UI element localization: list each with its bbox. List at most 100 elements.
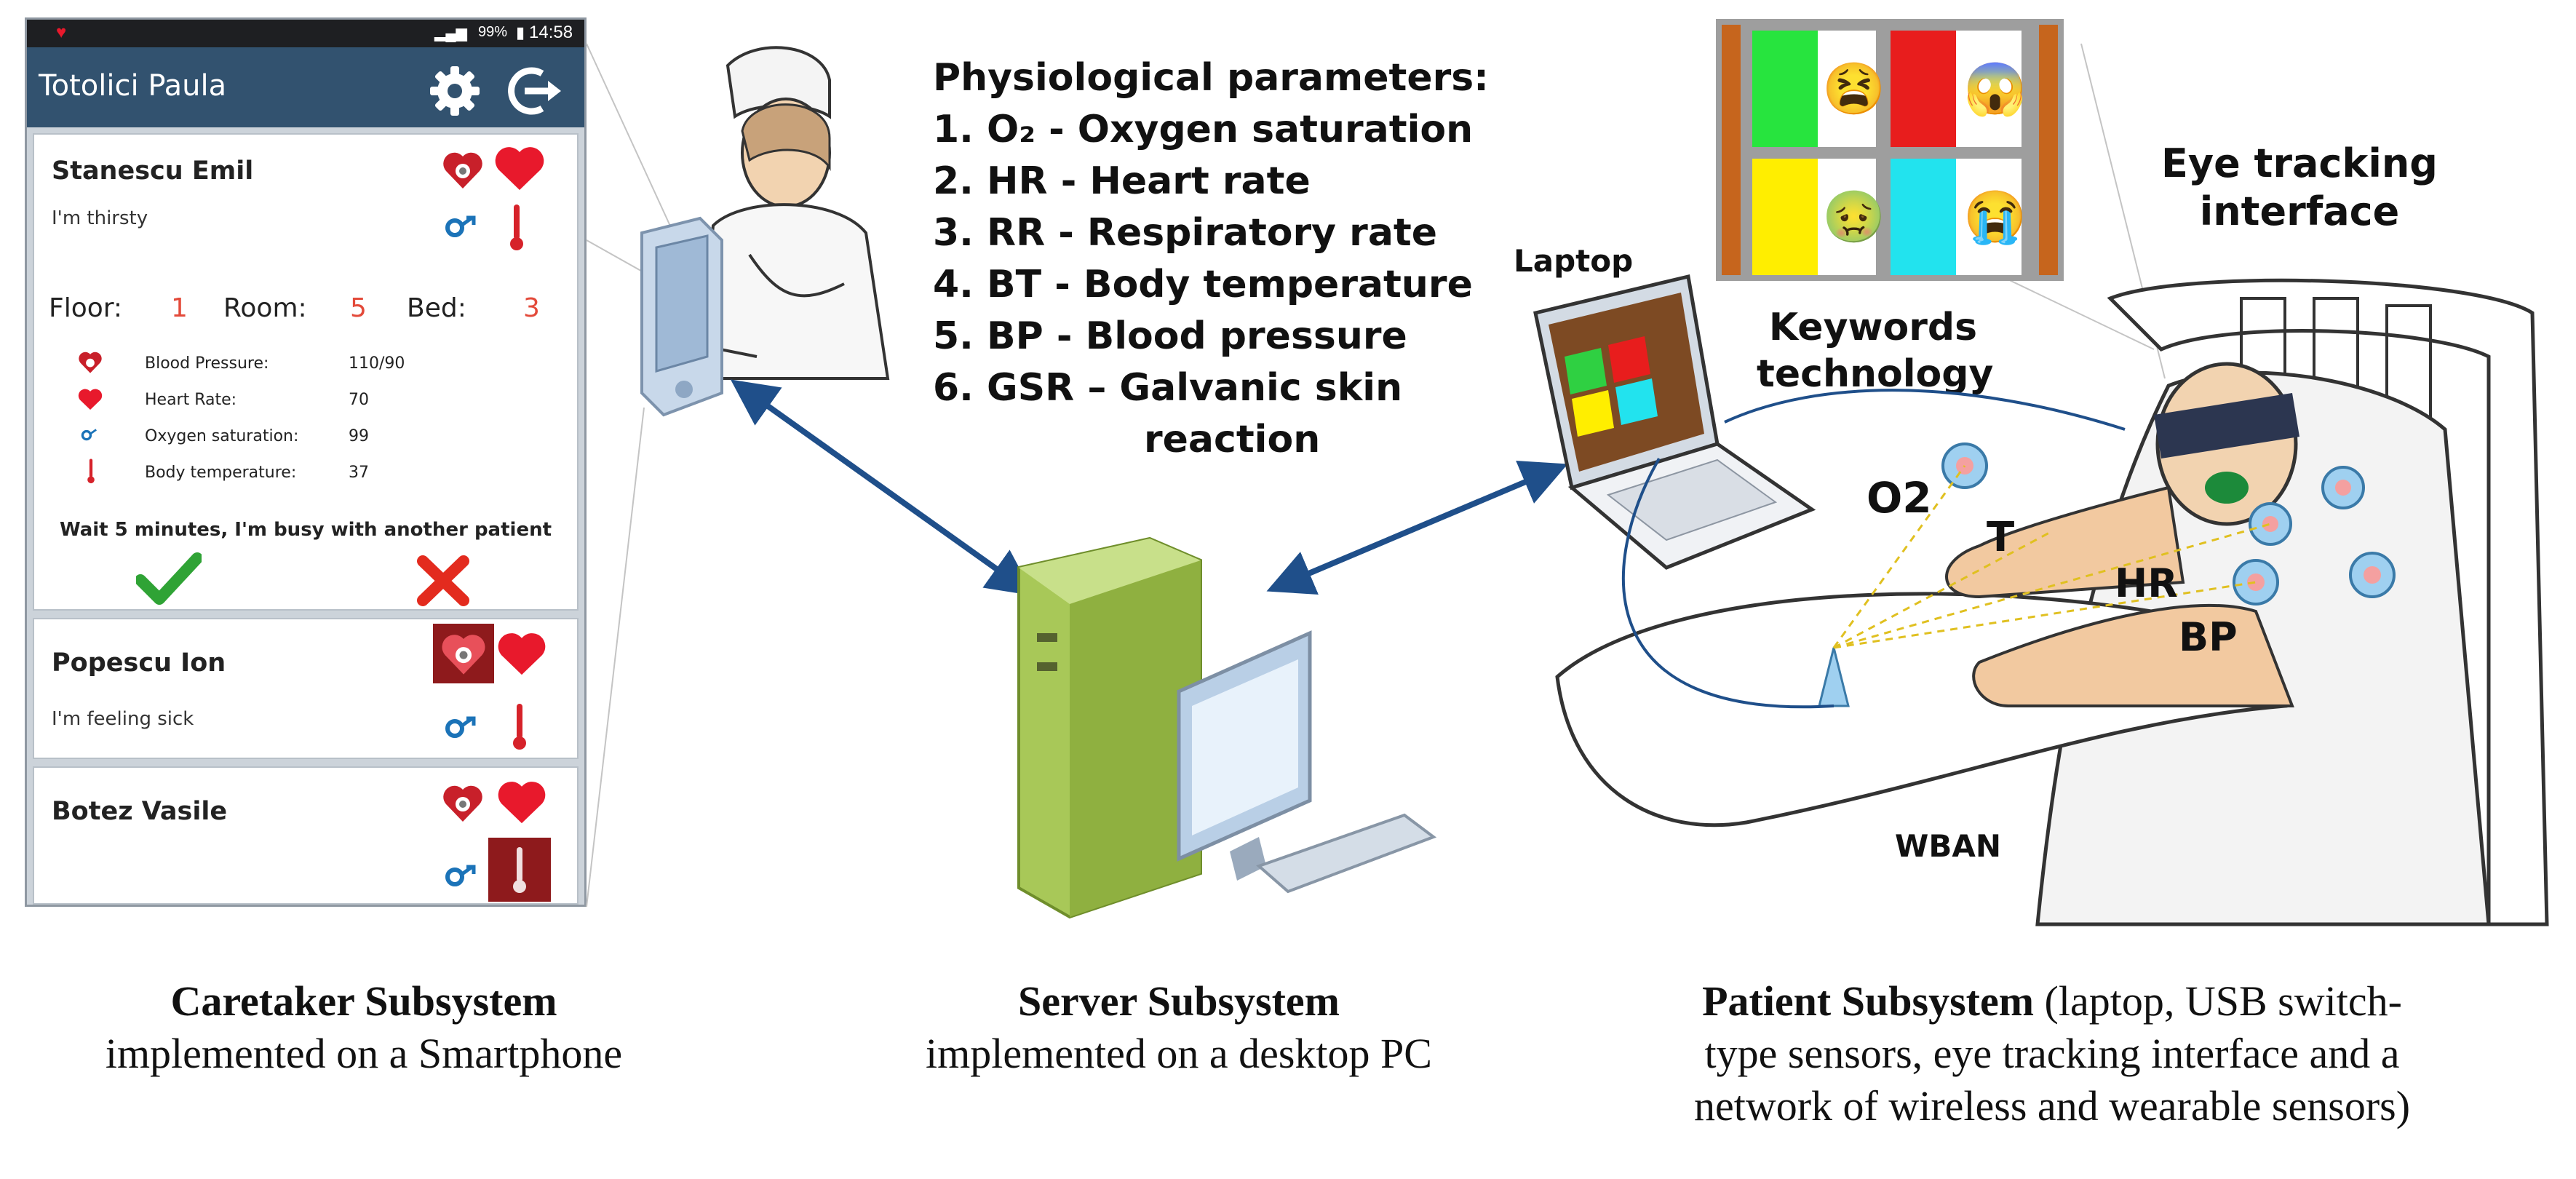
hr-sensor-label: HR [2115,560,2178,606]
parameters-title: Physiological parameters: [933,56,1489,100]
handheld-device-icon [640,216,723,417]
vital-bp-icon [79,352,102,373]
reply-message: Wait 5 minutes, I'm busy with another pa… [59,519,552,541]
heart-rate-icon[interactable] [497,779,546,826]
nurse-illustration [682,46,890,380]
emotion-tile-cyan-face[interactable]: 😭 [1956,159,2027,275]
patient-description-2: type sensors, eye tracking interface and… [1704,1030,2400,1077]
vital-value: 37 [349,464,369,482]
signal-icon: ▂▄▆ [434,25,467,41]
vital-o2-icon [81,429,97,441]
vital-hr-icon [78,389,103,410]
parameter-item: 5. BP - Blood pressure [933,314,1407,358]
parameter-item: 1. O₂ - Oxygen saturation [933,108,1474,151]
server-subtitle: implemented on a desktop PC [926,1030,1432,1077]
patient-card-botez[interactable]: Botez Vasile [33,766,579,905]
emotion-tile-red[interactable] [1891,31,1956,147]
patient-name: Botez Vasile [52,797,228,826]
server-laptop-arrow [1266,460,1568,595]
room-value: 5 [350,293,367,323]
thermometer-icon[interactable] [506,202,528,253]
vital-label: Body temperature: [145,464,297,482]
temperature-sensor-label: T [1987,514,2015,561]
laptop-label: Laptop [1514,243,1634,279]
panel-left-bar [1722,25,1741,275]
blood-pressure-icon[interactable] [442,782,484,825]
parameter-item: 3. RR - Respiratory rate [933,211,1438,255]
emotion-tile-green-face[interactable]: 😫 [1818,31,1885,147]
emotion-tile-green[interactable] [1752,31,1818,147]
caretaker-subtitle: implemented on a Smartphone [105,1030,623,1077]
patient-card-popescu[interactable]: Popescu Ion I'm feeling sick [33,618,579,759]
angry-face-icon: 😫 [1822,60,1886,117]
oxygen-icon[interactable] [442,212,484,241]
laptop-icon [1533,274,1816,570]
bp-sensor-label: BP [2179,614,2238,660]
patient-description-3: network of wireless and wearable sensors… [1693,1082,2411,1130]
parameter-item: 4. BT - Body temperature [933,263,1473,306]
patient-name: Popescu Ion [52,648,226,678]
vital-value: 110/90 [349,354,405,373]
heart-rate-icon[interactable] [494,145,545,193]
vital-label: Heart Rate: [145,391,237,409]
parameter-item-continued: reaction [1144,418,1321,461]
battery-icon: ▮ [516,23,525,41]
blood-pressure-icon[interactable] [442,149,484,191]
wban-label: WBAN [1895,828,2001,864]
patient-bed-illustration [1555,278,2549,926]
smartphone-app: ♥ ▂▄▆ 99% ▮ 14:58 Totolici Paula Stanesc… [25,17,587,907]
vital-value: 99 [349,427,369,445]
blood-pressure-icon[interactable] [440,631,487,678]
patient-title: Patient Subsystem [1702,977,2035,1025]
patient-message: I'm feeling sick [52,708,194,730]
battery-level: 99% [478,24,508,40]
crying-face-icon: 😭 [1963,188,2027,245]
emotion-tile-cyan[interactable] [1891,159,1956,275]
emotion-tile-yellow[interactable] [1752,159,1818,275]
physiological-parameters: Physiological parameters: 1. O₂ - Oxygen… [933,52,1489,466]
caretaker-caption: Caretaker Subsystem implemented on a Sma… [0,975,728,1080]
phone-server-arrow [730,379,1035,596]
caretaker-title: Caretaker Subsystem [170,977,557,1025]
oxygen-icon[interactable] [442,712,484,742]
bed-value: 3 [523,293,540,323]
settings-gear-icon[interactable] [426,62,484,120]
logout-icon[interactable] [504,63,565,119]
patient-message: I'm thirsty [52,207,148,229]
panel-right-bar [2039,25,2058,275]
oxygen-icon[interactable] [442,861,484,890]
keywords-technology-label: Keywords technology [1757,306,1994,396]
reject-cross-icon[interactable] [416,555,471,606]
desktop-pc-icon [1017,536,1437,919]
emotion-tile-yellow-face[interactable]: 🤢 [1818,159,1885,275]
status-time: 14:58 [529,23,573,42]
room-label: Room: [223,293,307,323]
heart-rate-icon[interactable] [497,631,546,678]
accept-check-icon[interactable] [136,551,202,606]
vital-temp-icon [87,458,95,484]
thermometer-icon[interactable] [509,843,530,896]
floor-label: Floor: [49,293,123,323]
bed-label: Bed: [407,293,466,323]
scared-face-icon: 😱 [1963,60,2027,117]
floor-value: 1 [171,293,188,323]
keywords-emotion-panel: 😫 😱 🤢 😭 [1716,19,2064,281]
app-title: Totolici Paula [39,69,227,103]
server-title: Server Subsystem [1018,977,1340,1025]
thermometer-icon[interactable] [509,701,530,752]
patient-caption: Patient Subsystem (laptop, USB switch- t… [1535,975,2569,1132]
vital-label: Blood Pressure: [145,354,269,373]
notification-heart-icon: ♥ [56,23,67,42]
sick-face-icon: 🤢 [1822,188,1886,245]
patient-name: Stanescu Emil [52,156,254,186]
eye-tracking-label: Eye tracking interface [2161,140,2438,234]
parameter-item: 2. HR - Heart rate [933,159,1311,203]
emotion-tile-red-face[interactable]: 😱 [1956,31,2027,147]
patient-card-stanescu[interactable]: Stanescu Emil I'm thirsty Floor: 1 Room:… [33,133,579,611]
app-bar: Totolici Paula [27,47,584,127]
vital-label: Oxygen saturation: [145,427,299,445]
vital-value: 70 [349,391,369,409]
o2-sensor-label: O2 [1867,473,1932,523]
server-caption: Server Subsystem implemented on a deskto… [830,975,1528,1080]
